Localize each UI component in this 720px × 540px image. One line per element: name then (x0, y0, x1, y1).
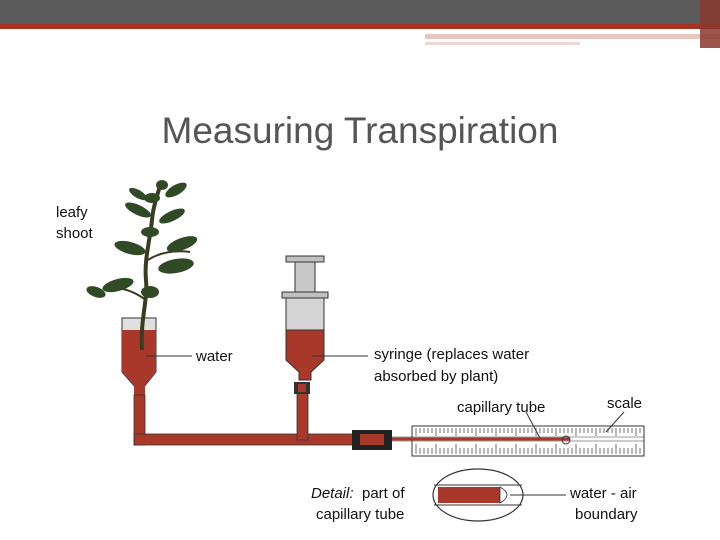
header-accent-stripe (425, 34, 720, 39)
label-boundary-line2: boundary (575, 506, 638, 523)
label-water: water (195, 348, 233, 365)
label-detail-italic: Detail: (311, 485, 354, 502)
label-boundary-line1: water - air (569, 485, 637, 502)
detail-capillary (432, 468, 524, 522)
header-corner-block (700, 0, 720, 48)
label-shoot: shoot (56, 225, 94, 242)
capillary-scale (392, 425, 645, 457)
tube-connector (352, 430, 392, 450)
label-syringe-line1: syringe (replaces water (374, 346, 529, 363)
pointer-lines (146, 355, 625, 496)
label-syringe-line2: absorbed by plant) (374, 368, 498, 385)
label-capillary-tube: capillary tube (457, 399, 545, 416)
label-leafy: leafy (56, 204, 88, 221)
leafy-shoot (86, 180, 198, 351)
slide-title: Measuring Transpiration (161, 110, 559, 151)
header-bar (0, 0, 720, 24)
label-detail-part: part of (362, 485, 405, 502)
water-tube (133, 391, 375, 446)
scale-ticks (415, 428, 641, 454)
syringe (281, 255, 329, 394)
header-accent-stripe-small (425, 42, 580, 45)
label-detail-tube: capillary tube (316, 506, 404, 523)
label-scale: scale (607, 395, 642, 412)
header-accent-line (0, 24, 720, 29)
